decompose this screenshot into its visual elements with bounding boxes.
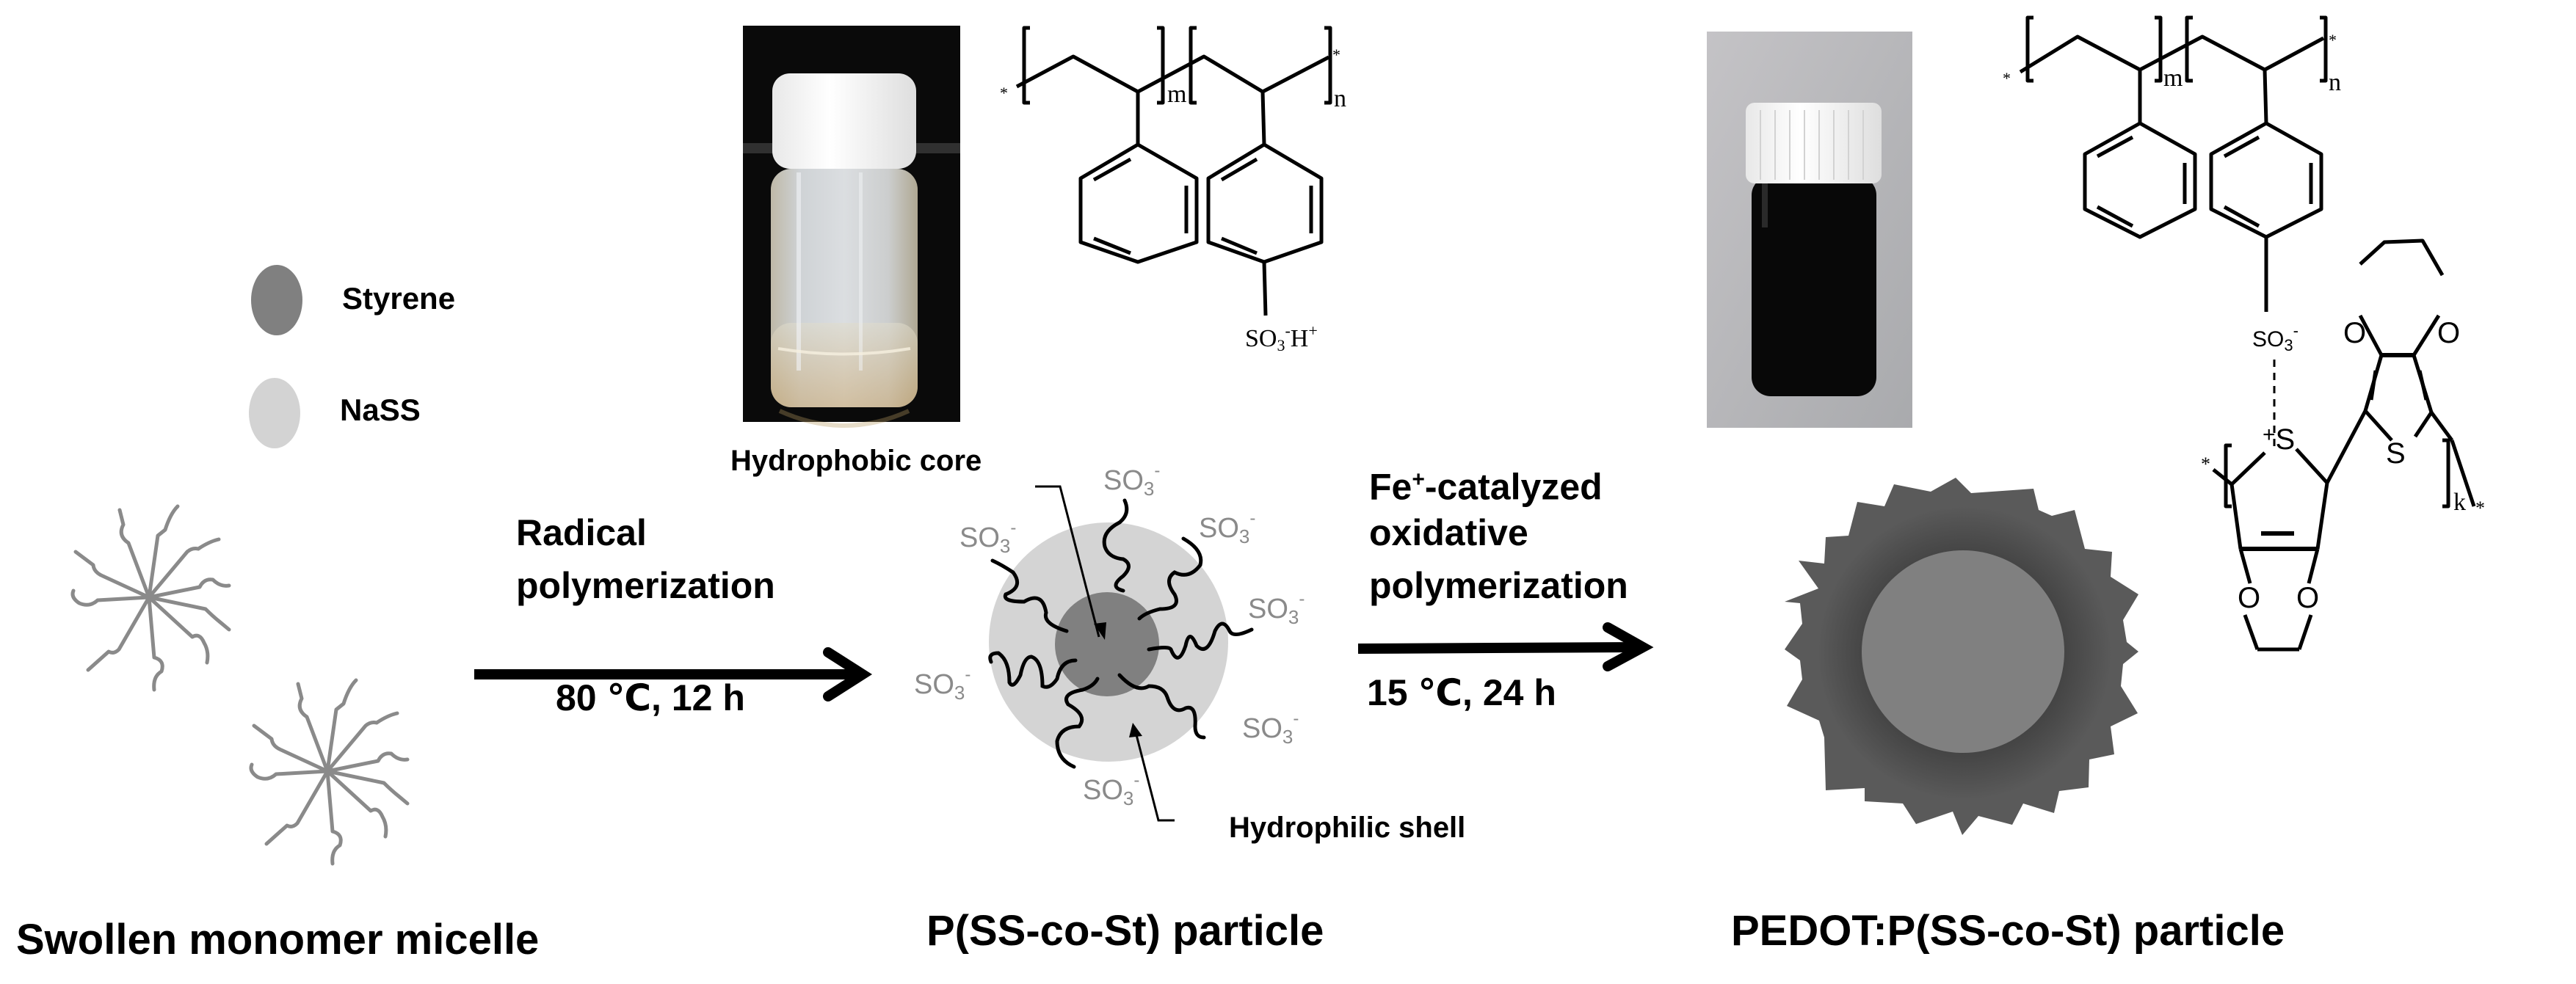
- legend-label-styrene: Styrene: [342, 281, 456, 316]
- pedot-core: [1862, 550, 2064, 753]
- legend-label-nass: NaSS: [340, 393, 421, 427]
- legend: [249, 265, 302, 448]
- chain-end-star: *: [2003, 69, 2011, 87]
- so3-label: SO3-: [1199, 509, 1256, 547]
- sulfonate-label: SO3-H+: [1245, 321, 1318, 354]
- chain-end-star: *: [1332, 45, 1340, 64]
- vial-photo-pedot: [1707, 32, 1912, 428]
- caption-p-ss-co-st-particle: P(SS-co-St) particle: [926, 907, 1324, 955]
- hydrophilic-shell-label: Hydrophilic shell: [1229, 812, 1466, 844]
- so3-label: SO3-: [1248, 589, 1305, 628]
- nass-legend-dot: [249, 378, 300, 448]
- p-ss-co-st-particle: [988, 485, 1254, 822]
- so3-label: SO3-: [1083, 770, 1140, 809]
- reaction-1-line-2: polymerization: [516, 565, 775, 606]
- reaction-2-line-3: polymerization: [1369, 565, 1628, 606]
- oxygen-atom: O: [2296, 582, 2320, 614]
- chain-end-star: *: [2475, 498, 2485, 519]
- reaction-2-line-1: Fe+-catalyzed: [1369, 453, 1603, 514]
- reaction-arrow-1: [474, 647, 873, 701]
- oxygen-atom: O: [2437, 317, 2461, 349]
- repeat-index-m: m: [2163, 65, 2183, 92]
- fe-text: Fe: [1369, 466, 1412, 508]
- reaction-1-condition: 80 ℃, 12 h: [556, 677, 745, 718]
- chain-end-star: *: [2201, 453, 2210, 475]
- reaction-1-line-1: Radical: [516, 512, 647, 553]
- vial-photo-p-ss-co-st: [743, 26, 960, 428]
- caption-swollen-monomer-micelle: Swollen monomer micelle: [16, 916, 540, 963]
- oxygen-atom: O: [2343, 317, 2367, 349]
- pedot-pss-structure: [2019, 15, 2476, 652]
- micelle-1: [70, 504, 231, 692]
- thiophene-sulfur: S: [2386, 437, 2406, 470]
- fe-charge: +: [1412, 467, 1425, 492]
- so3-label: SO3-: [959, 518, 1017, 557]
- chain-end-star: *: [1000, 84, 1008, 102]
- hydrophobic-core-label: Hydrophobic core: [730, 445, 982, 477]
- reaction-2-condition: 15 ℃, 24 h: [1367, 672, 1556, 713]
- chain-end-star: *: [2329, 31, 2337, 49]
- styrene-legend-dot: [251, 265, 302, 335]
- hydrophobic-core: [1055, 592, 1159, 696]
- pedot-particle: [1785, 478, 2138, 835]
- oxygen-atom: O: [2238, 582, 2261, 614]
- thiophenium-sulfur: +S: [2263, 423, 2296, 456]
- so3-label: SO3-: [1242, 709, 1299, 748]
- pss-co-st-structure: [1015, 26, 1332, 316]
- repeat-index-k: k: [2453, 489, 2466, 516]
- so3-label: SO3-: [1103, 461, 1161, 500]
- so3-label: SO3-: [914, 665, 971, 704]
- caption-pedot-particle: PEDOT:P(SS-co-St) particle: [1731, 907, 2285, 955]
- repeat-index-n: n: [1334, 85, 1346, 112]
- repeat-index-n: n: [2329, 69, 2341, 96]
- reaction-arrow-2: [1357, 622, 1654, 671]
- micelle-2: [249, 678, 410, 866]
- sulfonate-label: SO3-: [2252, 321, 2299, 354]
- reaction-2-line-2: oxidative: [1369, 512, 1528, 553]
- repeat-index-m: m: [1167, 81, 1187, 108]
- catalyzed-text: -catalyzed: [1424, 466, 1603, 508]
